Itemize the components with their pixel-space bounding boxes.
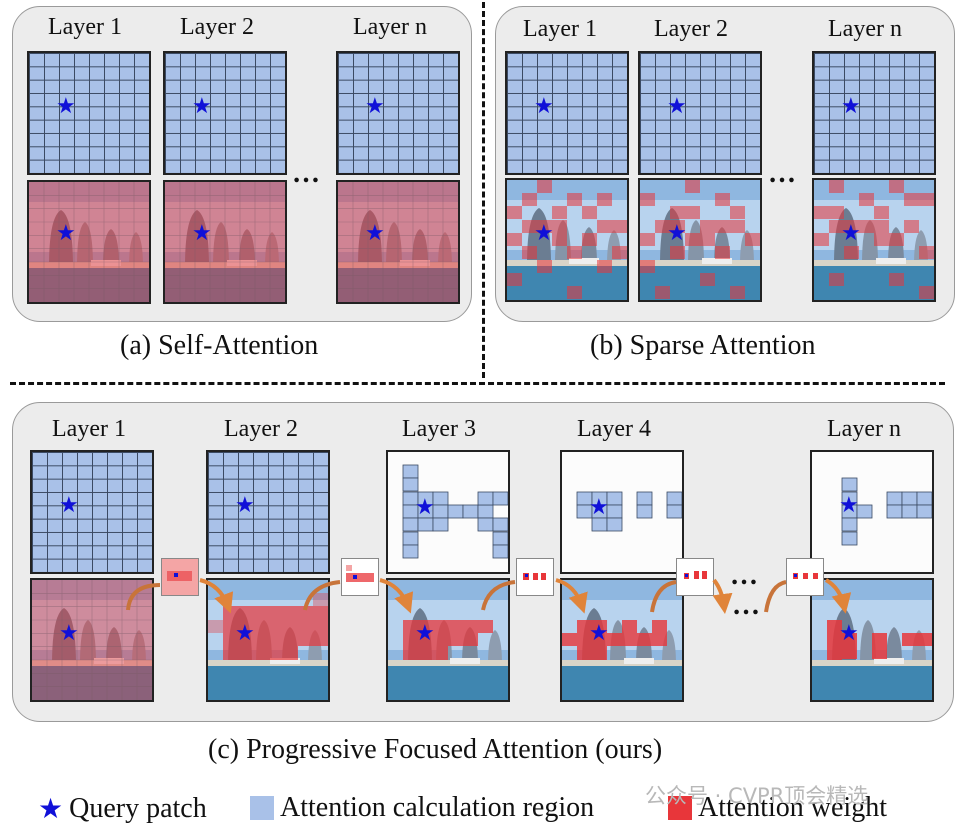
panel-a-ellipsis: … [292, 158, 324, 189]
attention-map-thumbnail [676, 558, 714, 596]
legend-region-label: Attention calculation region [280, 792, 595, 823]
legend-weight-label: Attention weight [698, 792, 887, 823]
arrow-icon [379, 578, 414, 614]
panel-a-layer-n-image [336, 180, 460, 304]
panel-c-layer-3-image [386, 578, 510, 702]
star-icon: ★ [365, 220, 385, 245]
star-icon: ★ [534, 220, 554, 245]
panel-b-caption: (b) Sparse Attention [590, 330, 816, 361]
panel-b-layer-1-label: Layer 1 [523, 16, 597, 42]
star-icon: ★ [667, 93, 687, 118]
star-icon: ★ [841, 220, 861, 245]
panel-c-layer-n-label: Layer n [827, 416, 901, 442]
star-icon: ★ [415, 620, 435, 645]
arrow-icon [650, 580, 677, 613]
star-icon: ★ [841, 93, 861, 118]
star-icon: ★ [56, 93, 76, 118]
star-icon: ★ [235, 492, 255, 517]
attention-map-thumbnail [516, 558, 554, 596]
arrow-icon [126, 583, 161, 611]
arrow-icon [481, 580, 516, 611]
panel-a-layer-n-grid [336, 51, 460, 175]
panel-c-layer-4-region [560, 450, 684, 574]
panel-c-layer-n-region [810, 450, 934, 574]
panel-b-layer-n-label: Layer n [828, 16, 902, 42]
star-icon: ★ [589, 620, 609, 645]
legend-attention-weight: Attention weight [668, 792, 887, 824]
panel-b-layer-n-grid [812, 51, 936, 175]
attention-map-thumbnail [341, 558, 379, 596]
star-icon: ★ [192, 93, 212, 118]
region-swatch [250, 796, 274, 820]
panel-c-ellipsis-top: … [730, 560, 762, 591]
star-icon: ★ [235, 620, 255, 645]
horizontal-divider [10, 382, 945, 385]
panel-b-layer-2-image [638, 178, 762, 302]
panel-a-layer-2-label: Layer 2 [180, 14, 254, 40]
arrow-icon [303, 580, 341, 611]
star-icon: ★ [839, 492, 859, 517]
panel-b-layer-1-grid [505, 51, 629, 175]
panel-a-layer-1-image [27, 180, 151, 304]
panel-c-caption: (c) Progressive Focused Attention (ours) [208, 734, 663, 765]
attention-map-thumbnail [161, 558, 199, 596]
panel-a-caption: (a) Self-Attention [120, 330, 319, 361]
panel-c-layer-4-label: Layer 4 [577, 416, 651, 442]
panel-a-layer-1-label: Layer 1 [48, 14, 122, 40]
legend-attention-region: Attention calculation region [250, 792, 594, 824]
watermark: 公众号 · CVPR顶会精选 [645, 784, 869, 808]
panel-c-layer-1-label: Layer 1 [52, 416, 126, 442]
panel-a-layer-1-grid [27, 51, 151, 175]
star-icon: ★ [365, 93, 385, 118]
vertical-divider [482, 2, 485, 378]
panel-c-layer-3-label: Layer 3 [402, 416, 476, 442]
legend-query-label: Query patch [69, 793, 207, 824]
panel-c-layer-4-image [560, 578, 684, 702]
panel-b-layer-1-image [505, 178, 629, 302]
panel-c-layer-2-grid [206, 450, 330, 574]
panel-b-ellipsis: … [768, 158, 800, 189]
panel-c-ellipsis-bottom: … [732, 590, 764, 621]
arrow-icon [824, 578, 852, 614]
star-icon: ★ [56, 220, 76, 245]
star-icon: ★ [839, 620, 859, 645]
panel-a-layer-2-image [163, 180, 287, 304]
panel-c-layer-2-label: Layer 2 [224, 416, 298, 442]
panel-b-layer-2-label: Layer 2 [654, 16, 728, 42]
arrow-icon [555, 578, 588, 614]
star-icon: ★ [59, 492, 79, 517]
star-icon: ★ [38, 794, 64, 825]
star-icon: ★ [415, 494, 435, 519]
panel-b-layer-2-grid [638, 51, 762, 175]
panel-b-layer-n-image [812, 178, 936, 302]
panel-a-layer-2-grid [163, 51, 287, 175]
panel-c-layer-1-grid [30, 450, 154, 574]
weight-swatch [668, 796, 692, 820]
star-icon: ★ [192, 220, 212, 245]
star-icon: ★ [59, 620, 79, 645]
star-icon: ★ [534, 93, 554, 118]
legend-query-patch: ★ Query patch [38, 792, 207, 826]
star-icon: ★ [589, 494, 609, 519]
arrow-icon [764, 580, 787, 613]
star-icon: ★ [667, 220, 687, 245]
attention-map-thumbnail [786, 558, 824, 596]
panel-a-layer-n-label: Layer n [353, 14, 427, 40]
panel-c-layer-2-image [206, 578, 330, 702]
panel-c-layer-n-image [810, 578, 934, 702]
arrow-icon [712, 578, 733, 614]
arrow-icon [199, 578, 234, 614]
panel-c-layer-3-region [386, 450, 510, 574]
